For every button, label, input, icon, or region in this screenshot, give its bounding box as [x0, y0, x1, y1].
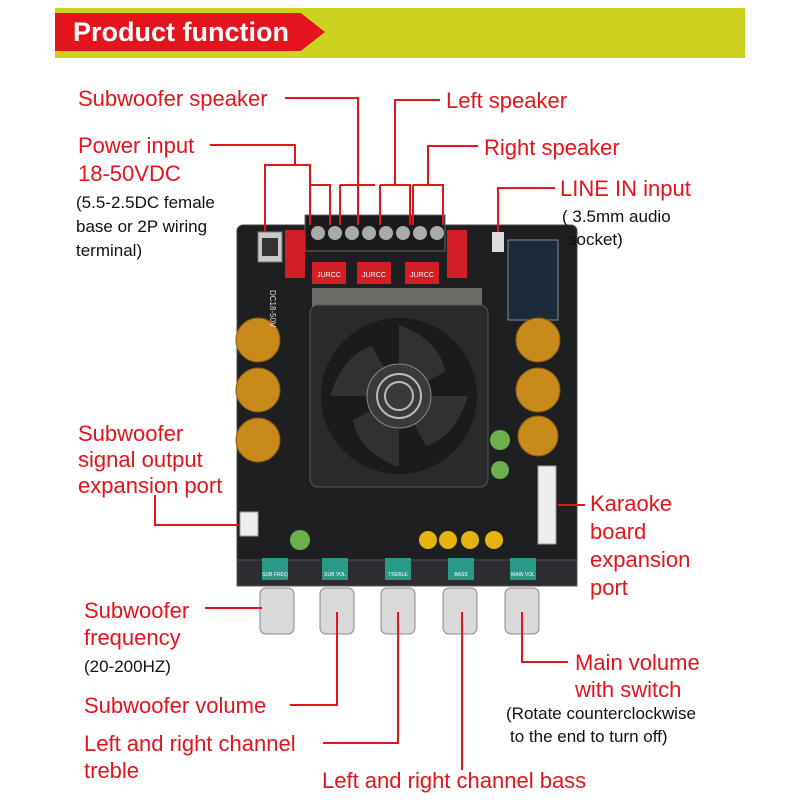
label-main-vol-2: with switch	[575, 677, 682, 702]
label-bass: Left and right channel bass	[322, 768, 587, 793]
main-vol-note-1: (Rotate counterclockwise	[506, 704, 696, 723]
knob-silkscreen-label: SUB VOL	[324, 572, 346, 578]
main-vol-note-2: to the end to turn off)	[510, 727, 668, 746]
label-sub-out-3: expansion port	[78, 473, 223, 498]
label-left-speaker: Left speaker	[446, 88, 568, 113]
line-in-note-1: ( 3.5mm audio	[562, 207, 671, 226]
label-treble-1: Left and right channel	[84, 731, 296, 756]
label-power-input-2: 18-50VDC	[78, 161, 181, 186]
label-line-in: LINE IN input	[560, 176, 691, 201]
dc-marking-text: DC18-50V	[268, 290, 277, 328]
page-title: Product function	[73, 17, 289, 47]
label-karaoke-2: board	[590, 519, 647, 544]
capacitors-right	[515, 317, 561, 457]
power-note-3: terminal)	[76, 241, 143, 260]
label-right-speaker: Right speaker	[484, 135, 620, 160]
knob-silkscreen-label: BASS	[454, 572, 468, 578]
potentiometers	[262, 558, 536, 580]
label-subwoofer-speaker: Subwoofer speaker	[78, 86, 268, 111]
terminal-brand-text: JURCC	[362, 272, 386, 279]
red-inductors	[285, 230, 467, 284]
knob-silkscreen-label: TREBLE	[388, 572, 408, 578]
knob-caps	[259, 587, 540, 635]
line-in-socket	[492, 232, 504, 252]
terminal-brand-text: JURCC	[410, 272, 434, 279]
amplifier-board-image: JURCC JURCC JURCC DC18-50V SUB FREQ SUB VOL TR…	[235, 214, 578, 587]
label-karaoke-1: Karaoke	[590, 491, 672, 516]
label-sub-out-1: Subwoofer	[78, 421, 184, 446]
label-power-input-1: Power input	[78, 133, 195, 158]
label-main-vol-1: Main volume	[575, 650, 700, 675]
power-note-2: base or 2P wiring	[76, 217, 208, 236]
line-in-note-2: socket)	[568, 230, 623, 249]
capacitors-left	[235, 317, 281, 463]
label-sub-volume: Subwoofer volume	[84, 693, 267, 718]
label-sub-freq-2: frequency	[84, 625, 181, 650]
terminal-brand-text: JURCC	[317, 272, 341, 279]
power-note-1: (5.5-2.5DC female	[76, 193, 215, 212]
label-treble-2: treble	[84, 758, 140, 783]
label-sub-out-2: signal output	[78, 447, 203, 472]
header-title-tab	[55, 13, 325, 51]
knob-silkscreen-label: MAIN VOL	[511, 572, 535, 578]
speaker-terminals	[304, 214, 446, 252]
label-karaoke-3: expansion	[590, 547, 691, 572]
label-sub-freq-1: Subwoofer	[84, 598, 190, 623]
karaoke-connector	[537, 465, 557, 545]
sub-freq-note: (20-200HZ)	[84, 657, 171, 676]
cooling-fan	[309, 304, 489, 488]
label-karaoke-4: port	[590, 575, 628, 600]
bluetooth-module	[507, 239, 559, 321]
knob-silkscreen-label: SUB FREQ	[262, 572, 288, 578]
